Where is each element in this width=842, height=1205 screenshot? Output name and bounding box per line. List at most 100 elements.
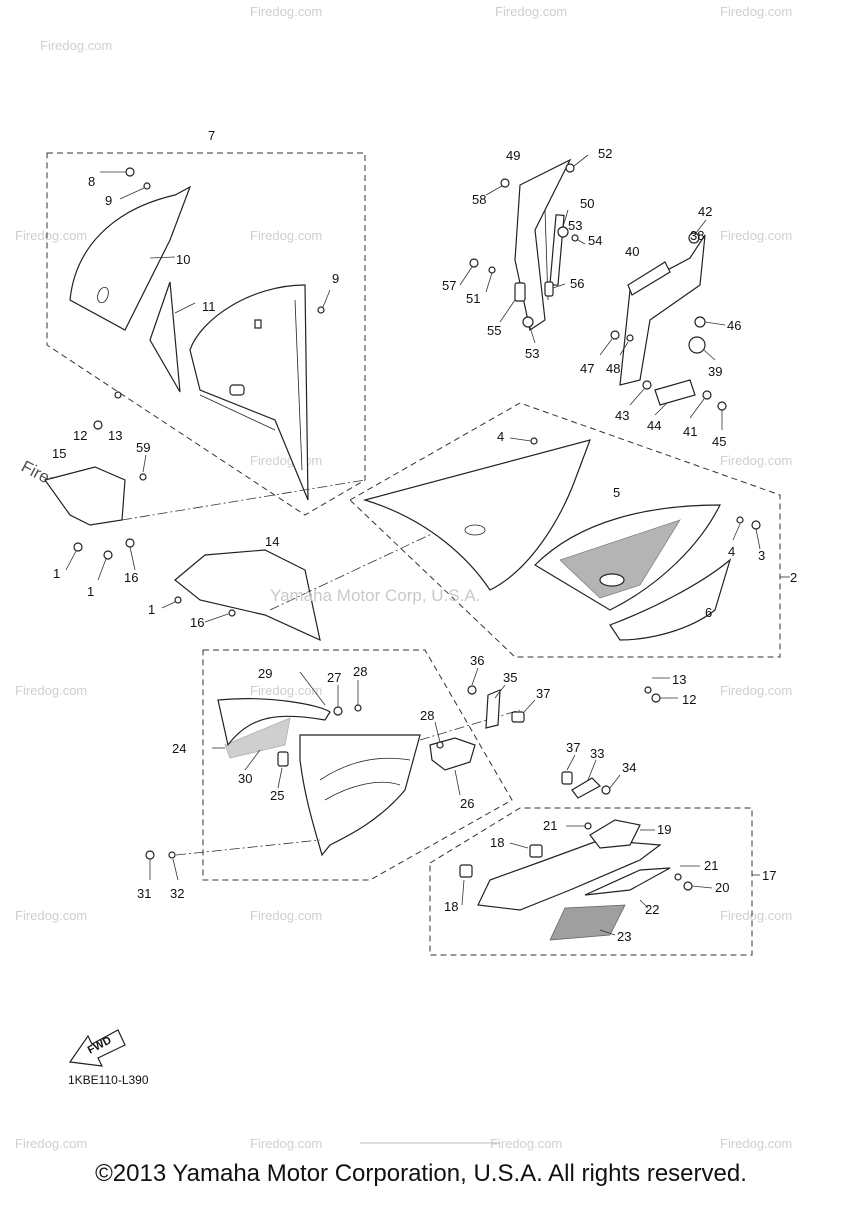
callout-label: 14 bbox=[265, 534, 279, 549]
callout-label: 58 bbox=[472, 192, 486, 207]
callout-label: 42 bbox=[698, 204, 712, 219]
callout-label: 35 bbox=[503, 670, 517, 685]
callout-label: 23 bbox=[617, 929, 631, 944]
trim bbox=[584, 867, 671, 896]
callout-label: 30 bbox=[238, 771, 252, 786]
callout-label: 21 bbox=[543, 818, 557, 833]
watermark: Firedog.com bbox=[250, 4, 322, 19]
callout-label: 1 bbox=[148, 602, 155, 617]
callout-label: 24 bbox=[172, 741, 186, 756]
callout-label: 3 bbox=[758, 548, 765, 563]
callout-label: 7 bbox=[208, 128, 215, 143]
callout-label: 18 bbox=[490, 835, 504, 850]
watermark: Firedog.com bbox=[720, 683, 792, 698]
bracket bbox=[485, 689, 501, 729]
watermark: Firedog.com bbox=[720, 453, 792, 468]
assembly-boxes bbox=[46, 152, 781, 956]
upper-bracket-assembly bbox=[459, 154, 727, 430]
callout-label: 52 bbox=[598, 146, 612, 161]
mirror-stay bbox=[514, 158, 572, 331]
callout-label: 9 bbox=[105, 193, 112, 208]
callout-label: 37 bbox=[536, 686, 550, 701]
watermark: Firedog.com bbox=[720, 228, 792, 243]
callout-label: 32 bbox=[170, 886, 184, 901]
bolt bbox=[73, 542, 83, 552]
watermark: Firedog.com bbox=[250, 908, 322, 923]
damper bbox=[654, 379, 696, 406]
side-cowl bbox=[362, 439, 591, 591]
callout-label: 56 bbox=[570, 276, 584, 291]
callout-label: 48 bbox=[606, 361, 620, 376]
callout-label: 8 bbox=[88, 174, 95, 189]
callout-label: 4 bbox=[497, 429, 504, 444]
center-watermark: Yamaha Motor Corp, U.S.A. bbox=[270, 586, 481, 605]
inner-cowl bbox=[299, 734, 421, 857]
watermark: Firedog.com bbox=[720, 4, 792, 19]
screw bbox=[125, 167, 135, 177]
watermark: Firedog.com bbox=[250, 453, 322, 468]
watermark: Firedog.com bbox=[15, 228, 87, 243]
watermark: Firedog.com bbox=[720, 908, 792, 923]
watermark: Firedog.com bbox=[250, 1136, 322, 1151]
callout-label: 20 bbox=[715, 880, 729, 895]
callout-label: 37 bbox=[566, 740, 580, 755]
upper-cowl bbox=[189, 284, 309, 501]
decal bbox=[609, 558, 732, 641]
meter-bracket bbox=[619, 234, 706, 386]
callout-label: 36 bbox=[470, 653, 484, 668]
callout-label: 10 bbox=[176, 252, 190, 267]
inner-panel-group-box bbox=[202, 649, 513, 881]
watermark: Firedog.com bbox=[490, 1136, 562, 1151]
windshield-seal bbox=[149, 281, 181, 393]
bolt bbox=[93, 420, 103, 430]
callout-labels: 1 1 1 2 3 4 4 5 6 7 8 9 9 10 11 12 12 13… bbox=[52, 128, 797, 944]
duct bbox=[589, 819, 641, 849]
callout-label: 50 bbox=[580, 196, 594, 211]
grommet bbox=[688, 336, 706, 354]
callout-label: 17 bbox=[762, 868, 776, 883]
washer bbox=[114, 391, 122, 399]
callout-label: 44 bbox=[647, 418, 661, 433]
callout-label: 21 bbox=[704, 858, 718, 873]
callout-label: 6 bbox=[705, 605, 712, 620]
decal-strip bbox=[224, 717, 291, 759]
copyright-footer: ©2013 Yamaha Motor Corporation, U.S.A. A… bbox=[95, 1160, 747, 1187]
nut bbox=[139, 473, 147, 481]
callout-label: 13 bbox=[108, 428, 122, 443]
callout-label: 31 bbox=[137, 886, 151, 901]
stay bbox=[627, 261, 671, 296]
washer bbox=[143, 182, 151, 190]
cover bbox=[429, 737, 476, 771]
callout-label: 4 bbox=[728, 544, 735, 559]
callout-label: 1 bbox=[87, 584, 94, 599]
watermark: Firedog.com bbox=[250, 683, 322, 698]
callout-label: 54 bbox=[588, 233, 602, 248]
side-cowl-assembly bbox=[362, 437, 790, 703]
callout-label: 45 bbox=[712, 434, 726, 449]
bolt bbox=[125, 538, 135, 548]
watermark: Firedog.com bbox=[15, 1136, 87, 1151]
left-bracket-assembly bbox=[44, 391, 441, 642]
callout-label: 33 bbox=[590, 746, 604, 761]
watermark: Firedog.com bbox=[720, 1136, 792, 1151]
lower-cowl bbox=[477, 839, 662, 911]
callout-label: 13 bbox=[672, 672, 686, 687]
callout-label: 55 bbox=[487, 323, 501, 338]
callout-label: 41 bbox=[683, 424, 697, 439]
watermark: Firedog.com bbox=[40, 38, 112, 53]
callout-label: 12 bbox=[682, 692, 696, 707]
callout-label: 2 bbox=[790, 570, 797, 585]
callout-label: 39 bbox=[708, 364, 722, 379]
callout-label: 46 bbox=[727, 318, 741, 333]
callout-label: 16 bbox=[124, 570, 138, 585]
callout-label: 34 bbox=[622, 760, 636, 775]
callout-label: 38 bbox=[690, 228, 704, 243]
callout-label: 18 bbox=[444, 899, 458, 914]
callout-label: 9 bbox=[332, 271, 339, 286]
callout-label: 15 bbox=[52, 446, 66, 461]
trim-strip bbox=[217, 698, 331, 747]
callout-label: 28 bbox=[420, 708, 434, 723]
callout-label: 49 bbox=[506, 148, 520, 163]
callout-label: 5 bbox=[613, 485, 620, 500]
